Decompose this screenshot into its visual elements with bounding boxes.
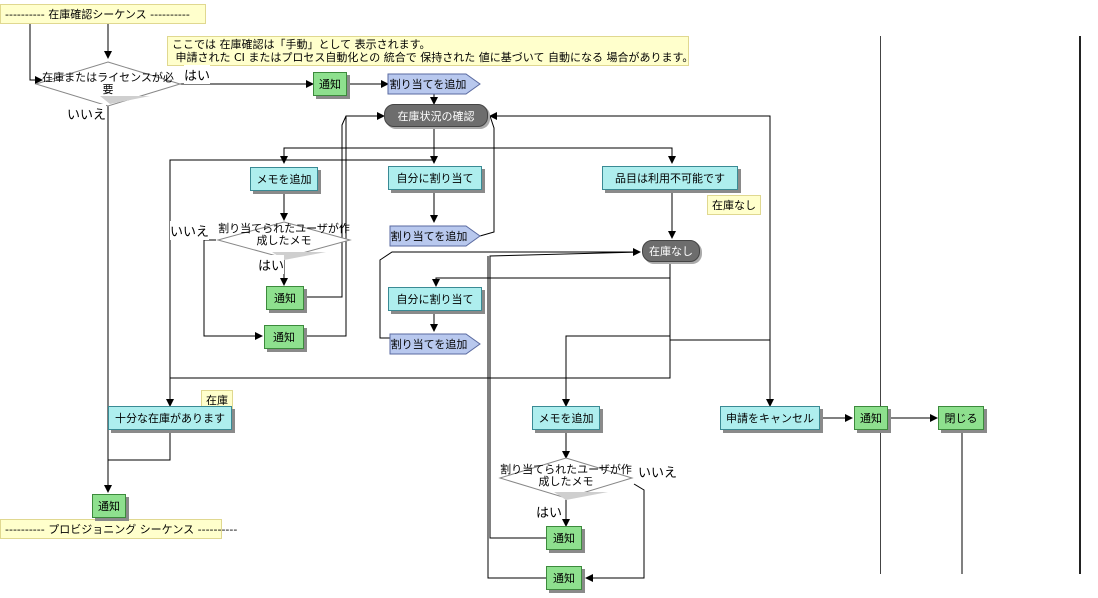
state-out-of-stock[interactable]: 在庫なし	[642, 240, 700, 262]
decision-license-required: 在庫またはライセンスが必 要	[42, 71, 174, 96]
lane-divider	[1079, 36, 1081, 574]
notify-7[interactable]: 通知	[854, 406, 888, 430]
decision-license-required-shape	[34, 61, 182, 107]
task-assign-to-self-1[interactable]: 自分に割り当て	[388, 166, 482, 190]
note-manual-inventory: ここでは 在庫確認は「手動」として 表示されます。 申請された CI またはプロ…	[167, 36, 693, 66]
task-assign-to-self-2[interactable]: 自分に割り当て	[388, 287, 482, 311]
add-assignment-shape-2	[389, 225, 481, 247]
decision-shadow	[272, 252, 326, 260]
task-add-memo-1[interactable]: メモを追加	[250, 167, 318, 191]
notify-2[interactable]: 通知	[266, 286, 304, 310]
notify-4[interactable]: 通知	[92, 494, 126, 518]
add-assignment-shape-1	[387, 73, 481, 95]
label-no-memo-1: いいえ	[170, 221, 210, 240]
decision-memo-by-assignee-2: 割り当てられたユーザが作 成したメモ	[500, 463, 632, 488]
task-close[interactable]: 閉じる	[938, 406, 984, 430]
add-assignment-2[interactable]: 割り当てを追加	[390, 230, 468, 243]
label-yes-memo-1: はい	[258, 255, 285, 274]
note-out-of-stock: 在庫なし	[707, 195, 761, 215]
decision-shadow	[554, 492, 608, 500]
decision-memo-by-assignee-1: 割り当てられたユーザが作 成したメモ	[218, 222, 350, 247]
decision-shadow	[100, 96, 150, 104]
label-yes-memo-2: はい	[536, 502, 563, 521]
notify-1[interactable]: 通知	[313, 72, 347, 96]
label-no-license: いいえ	[67, 104, 107, 123]
task-add-memo-2[interactable]: メモを追加	[532, 406, 600, 430]
task-item-unavailable[interactable]: 品目は利用不可能です	[602, 166, 738, 190]
banner-inventory-sequence: ---------- 在庫確認シーケンス ----------	[0, 4, 206, 24]
task-cancel-request[interactable]: 申請をキャンセル	[720, 406, 820, 430]
add-assignment-shape-3	[389, 333, 481, 355]
add-assignment-3[interactable]: 割り当てを追加	[390, 338, 468, 351]
state-stock-check[interactable]: 在庫状況の確認	[384, 104, 488, 127]
task-sufficient-stock[interactable]: 十分な在庫があります	[108, 406, 232, 430]
notify-5[interactable]: 通知	[546, 526, 582, 550]
banner-provisioning-sequence: ---------- プロビジョニング シーケンス ----------	[0, 519, 237, 539]
add-assignment-1[interactable]: 割り当てを追加	[389, 78, 467, 91]
notify-6[interactable]: 通知	[546, 566, 582, 590]
label-yes-license: はい	[184, 65, 211, 84]
lane-divider	[880, 36, 881, 574]
label-no-memo-2: いいえ	[638, 462, 678, 481]
notify-3[interactable]: 通知	[264, 325, 304, 349]
